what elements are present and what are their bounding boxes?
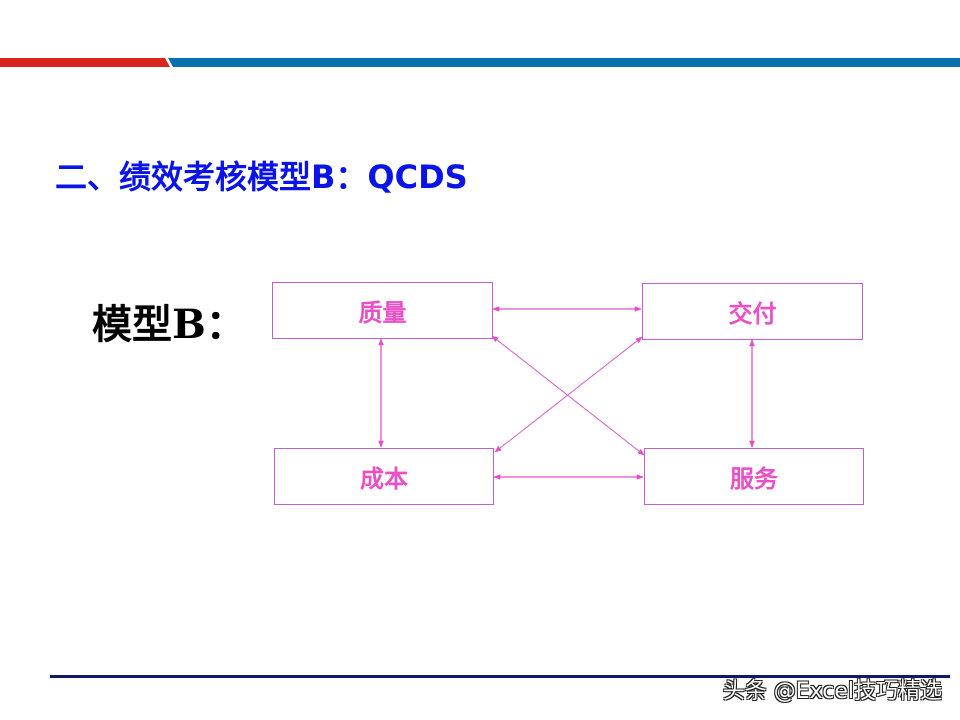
node-cost: 成本 <box>274 448 494 505</box>
top-decorative-bar <box>0 58 960 67</box>
model-label: 模型B： <box>92 301 246 348</box>
node-delivery: 交付 <box>642 283 863 340</box>
node-delivery-label: 交付 <box>728 300 777 328</box>
bottom-rule <box>50 675 950 678</box>
node-quality: 质量 <box>272 282 493 339</box>
arrow-delivery-cost <box>494 336 643 453</box>
node-service: 服务 <box>644 448 864 505</box>
node-service-label: 服务 <box>730 465 778 493</box>
slide-title: 二、绩效考核模型B：QCDS <box>55 158 468 196</box>
arrow-quality-service <box>491 335 645 456</box>
node-quality-label: 质量 <box>358 299 407 327</box>
node-cost-label: 成本 <box>360 465 408 493</box>
watermark: 头条 @Excel技巧精选 <box>722 679 942 704</box>
